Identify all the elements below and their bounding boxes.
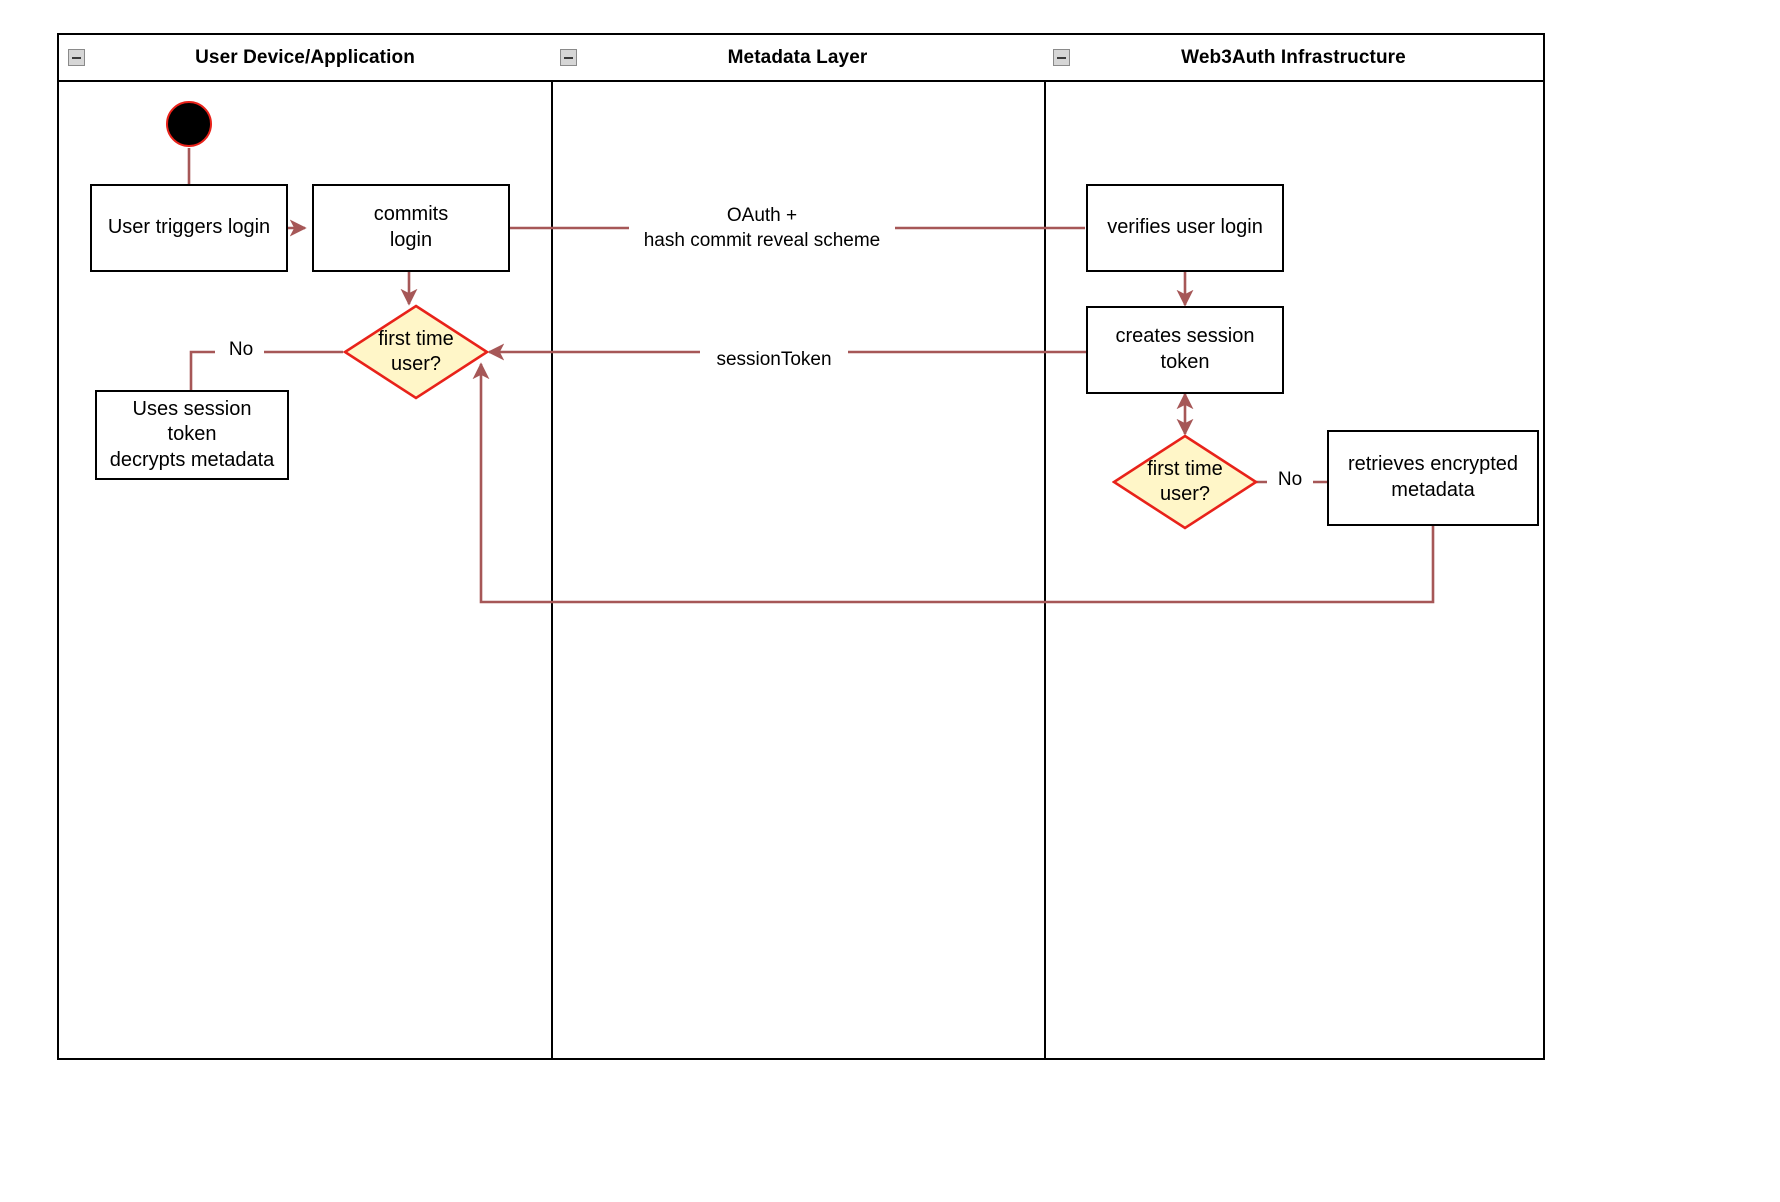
lane-header-web3auth[interactable]: Web3Auth Infrastructure	[1044, 35, 1543, 82]
node-label: User triggers login	[107, 216, 271, 239]
lane-title-web3auth: Web3Auth Infrastructure	[1181, 46, 1406, 68]
node-user-triggers-login[interactable]: User triggers login	[90, 184, 288, 272]
diamond-shape	[343, 304, 489, 400]
node-label: verifies user login	[1107, 216, 1263, 239]
edge-label-session-token: sessionToken	[700, 348, 848, 373]
lane-title-user-device: User Device/Application	[195, 46, 415, 68]
lane-header-user-device[interactable]: User Device/Application	[59, 35, 551, 82]
diamond-shape	[1112, 434, 1258, 530]
lane-title-metadata-layer: Metadata Layer	[727, 46, 868, 68]
edge-label-no-left: No	[218, 338, 264, 363]
edge-label-no-right: No	[1267, 468, 1313, 493]
start-node[interactable]	[166, 101, 212, 147]
collapse-minus-icon[interactable]	[1053, 49, 1070, 66]
lane-divider-2	[1044, 35, 1046, 1058]
lane-divider-1	[551, 35, 553, 1058]
edge-label-oauth: OAuth +hash commit reveal scheme	[629, 204, 895, 254]
collapse-minus-icon[interactable]	[68, 49, 85, 66]
node-verifies-user-login[interactable]: verifies user login	[1086, 184, 1284, 272]
lane-header-metadata-layer[interactable]: Metadata Layer	[551, 35, 1044, 82]
collapse-minus-icon[interactable]	[560, 49, 577, 66]
